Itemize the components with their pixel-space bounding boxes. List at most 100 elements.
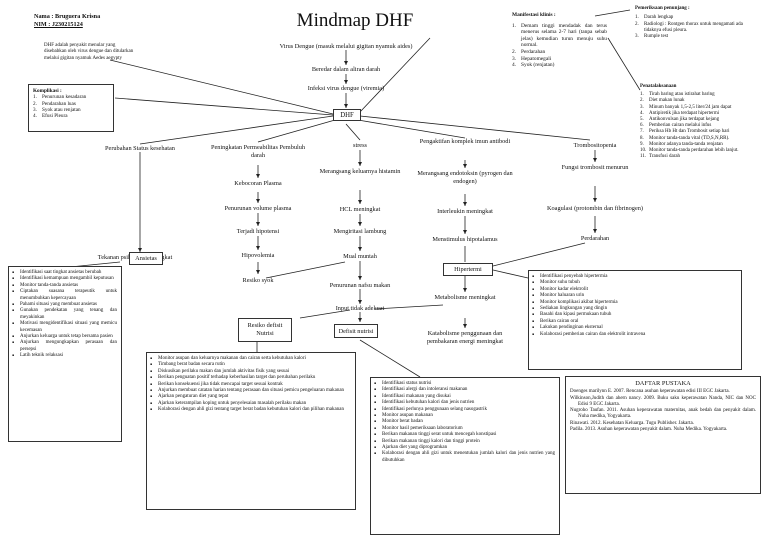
- list-item: Monitor hasil pemeriksaan laboratorium: [373, 426, 555, 433]
- list-item: Identifikasi kemampuan mengambil keputus…: [11, 276, 117, 283]
- node-dhf: DHF: [333, 109, 361, 121]
- complications-box: Komplikasi : 1.Penurunan kesadaran 2.Pen…: [28, 84, 114, 132]
- node-perdarahan: Perdarahan: [580, 235, 610, 242]
- list-item: 1.Tirah baring atau istirahat baring: [640, 92, 715, 98]
- student-info: Nama : Bruguera Krisna NIM : J230215124: [34, 13, 134, 28]
- list-item: Ajarkan keterampilan koping untuk penyel…: [149, 401, 351, 408]
- reference-item: Wilkinson,Judith dan ahern nancy. 2009. …: [570, 395, 756, 407]
- list-item: 2.Radiologi : Rontgen thorax untuk menga…: [635, 21, 743, 33]
- list-item: 1.Demam tinggi mendadak dan terus meneru…: [512, 22, 607, 49]
- list-item: 3.Minum banyak 1,5-2,5 liter/24 jam dapa…: [640, 104, 732, 110]
- list-item: Ajarkan pengaturan diet yang tepat: [149, 394, 351, 401]
- list-item: Gunakan pendekatan yang tenang dan meyak…: [11, 308, 117, 321]
- list-item: Latih teknik relaksasi: [11, 353, 117, 360]
- node-endotoksin: Merangsang endotoksin (pyrogen dan endog…: [417, 170, 513, 185]
- list-item: Monitor asupan dan keluarnya makanan dan…: [149, 356, 351, 363]
- list-item: Basahi dan kipasi permukaan tubuh: [531, 312, 737, 319]
- reference-item: Padila. 2013. Asuhan keperawatan penyaki…: [570, 426, 728, 432]
- list-item: 1.Darah lengkap: [635, 15, 674, 21]
- deficit-interventions-box: Identifikasi status nutrisi Identifikasi…: [370, 377, 560, 535]
- list-item: Motivasi mengidentifikasi situasi yang m…: [11, 321, 117, 334]
- list-item: Monitor komplikasi akibat hipertermia: [531, 300, 737, 307]
- node-histamin: Merangsang keluarnya histamin: [319, 168, 401, 175]
- node-volume-plasma: Penurunan volume plasma: [224, 205, 292, 212]
- hyperthermia-list: Identifikasi penyebab hipertermia Monito…: [531, 274, 737, 338]
- list-item: Berikan penguatan positif terhadap keber…: [149, 375, 351, 382]
- hyperthermia-interventions-box: Identifikasi penyebab hipertermia Monito…: [528, 270, 742, 370]
- student-name: Nama : Bruguera Krisna: [34, 13, 101, 20]
- list-item: 2.Diet makan lunak: [640, 98, 685, 104]
- node-permeabilitas: Peningkatan Permeabilitas Pembuluh darah: [210, 144, 306, 159]
- list-item: Ajarkan diet yang diprogramkan: [373, 445, 555, 452]
- node-kebocoran-plasma: Kebocoran Plasma: [234, 180, 282, 187]
- node-fungsi-trombosit: Fungsi trombosit menurun: [561, 164, 629, 171]
- ansietas-interventions-list: Identifikasi saat tingkat ansietas berub…: [11, 270, 117, 360]
- list-item: 7.Periksa Hb Ht dan Trombosit setiap har…: [640, 129, 730, 135]
- references-box: DAFTAR PUSTAKA Doenges marilynn E. 2007.…: [565, 376, 761, 494]
- student-nim: NIM : J230215124: [34, 20, 83, 28]
- list-item: 3.Rumple test: [635, 34, 669, 40]
- list-item: Berikan cairan oral: [531, 319, 737, 326]
- list-item: 9.Monitor adanya tanda-tanda renjatan: [640, 141, 723, 147]
- manifestations-title: Manifestasi klinis :: [512, 12, 556, 18]
- page-title: Mindmap DHF: [296, 10, 414, 31]
- treatment-title: Penatalaksanaan: [640, 84, 677, 89]
- list-item: Monitor tanda-tanda ansietas: [11, 283, 117, 290]
- node-katabolisme: Katabolisme penggunaan dan pembakaran en…: [426, 330, 504, 345]
- list-item: Timbang berat badan secara rutin: [149, 362, 351, 369]
- list-item: 1.Penurunan kesadaran: [33, 94, 87, 101]
- list-item: 10.Monitor tanda-tanda perdarahan lebih …: [640, 148, 739, 154]
- list-item: Berikan makanan tinggi kalori dan tinggi…: [373, 439, 555, 446]
- reference-item: Doenges marilynn E. 2007. Rencana asuhan…: [570, 389, 730, 395]
- list-item: Berikan konsekuensi jika tidak mencapai …: [149, 382, 351, 389]
- complications-list: 1.Penurunan kesadaran 2.Pendarahan luas …: [33, 94, 109, 119]
- list-item: Berikan makanan tinggi serat untuk mence…: [373, 432, 555, 439]
- node-iritasi-lambung: Mengiritasi lambung: [333, 228, 387, 235]
- list-item: Monitor suhu tubuh: [531, 280, 737, 287]
- risk-nutrition-interventions-box: Monitor asupan dan keluarnya makanan dan…: [146, 352, 356, 510]
- treatment-panel: Penatalaksanaan 1.Tirah baring atau isti…: [640, 84, 740, 160]
- node-interleukin: Interleukin meningkat: [437, 208, 493, 215]
- list-item: Lakukan pendinginan eksternal: [531, 325, 737, 332]
- list-item: Monitor berat badan: [373, 419, 555, 426]
- list-item: 5.Antikonvulsan jika terdapat kejang: [640, 117, 720, 123]
- list-item: 11.Transfusi darah: [640, 154, 681, 160]
- list-item: Monitor kadar elektrolit: [531, 287, 737, 294]
- manifestations-panel: Manifestasi klinis : 1.Demam tinggi mend…: [512, 12, 607, 69]
- node-ansietas-box: Ansietas: [129, 252, 163, 265]
- list-item: 6.Pemberian cairan melalui infus: [640, 123, 712, 129]
- treatment-list: 1.Tirah baring atau istirahat baring 2.D…: [640, 92, 740, 160]
- list-item: Anjurkan membuat catatan harian tentang …: [149, 388, 351, 395]
- list-item: Identifikasi status nutrisi: [373, 381, 555, 388]
- node-perubahan-status: Perubahan Status kesehatan: [105, 145, 175, 152]
- list-item: Sediakan lingkungan yang dingin: [531, 306, 737, 313]
- list-item: Diskusikan perilaku makan dan jumlah akt…: [149, 369, 351, 376]
- manifestations-list: 1.Demam tinggi mendadak dan terus meneru…: [512, 23, 607, 69]
- exam-list: 1.Darah lengkap 2.Radiologi : Rontgen th…: [635, 15, 745, 40]
- list-item: Identifikasi alergi dan intoleransi maka…: [373, 387, 555, 394]
- node-koagulasi: Koagulasi (protombin dan fibrinogen): [546, 205, 643, 212]
- list-item: 8.Monitor tanda-tanda vital (TD,S,N,RR).: [640, 135, 730, 141]
- reference-item: Nugroho Taufan. 2011. Asuhan keperawatan…: [570, 408, 756, 420]
- node-trombositopenia: Trombositopenia: [573, 142, 617, 149]
- list-item: Kolaborasi dengan ahli gizi tentang targ…: [149, 407, 351, 414]
- node-hipotensi: Terjadi hipotensi: [236, 228, 280, 235]
- list-item: Identifikasi perlunya penggunaan selang …: [373, 407, 555, 414]
- exam-title: Pemeriksaan penunjang :: [635, 6, 690, 11]
- reference-item: Rinawati. 2012. Kesehatan Keluarga. Tugu…: [570, 420, 694, 426]
- node-mual-muntah: Mual muntah: [343, 253, 377, 260]
- list-item: Identifikasi penyebab hipertermia: [531, 274, 737, 281]
- node-metabolisme: Metabolisme meningkat: [434, 294, 496, 301]
- list-item: 4.Efusi Pleura: [33, 113, 68, 120]
- complications-title: Komplikasi :: [33, 88, 62, 94]
- list-item: 4.Antipiretik jika terdapat hipertermi: [640, 110, 720, 116]
- list-item: Identifikasi makanan yang disukai: [373, 394, 555, 401]
- list-item: Identifikasi saat tingkat ansietas berub…: [11, 270, 117, 277]
- definition-text: DHF adalah penyakit menular yang disebab…: [44, 43, 134, 61]
- list-item: Anjurkan mengungkapkan perasaan dan pers…: [11, 340, 117, 353]
- list-item: 2.Pendarahan luas: [33, 100, 76, 107]
- list-item: 3.Syok atau renjatan: [33, 106, 81, 113]
- references-list: Doenges marilynn E. 2007. Rencana asuhan…: [570, 389, 756, 433]
- node-viremia: Infeksi virus dengue (viremia): [307, 85, 385, 92]
- list-item: Ciptakan suasana terapeutik untuk menumb…: [11, 289, 117, 302]
